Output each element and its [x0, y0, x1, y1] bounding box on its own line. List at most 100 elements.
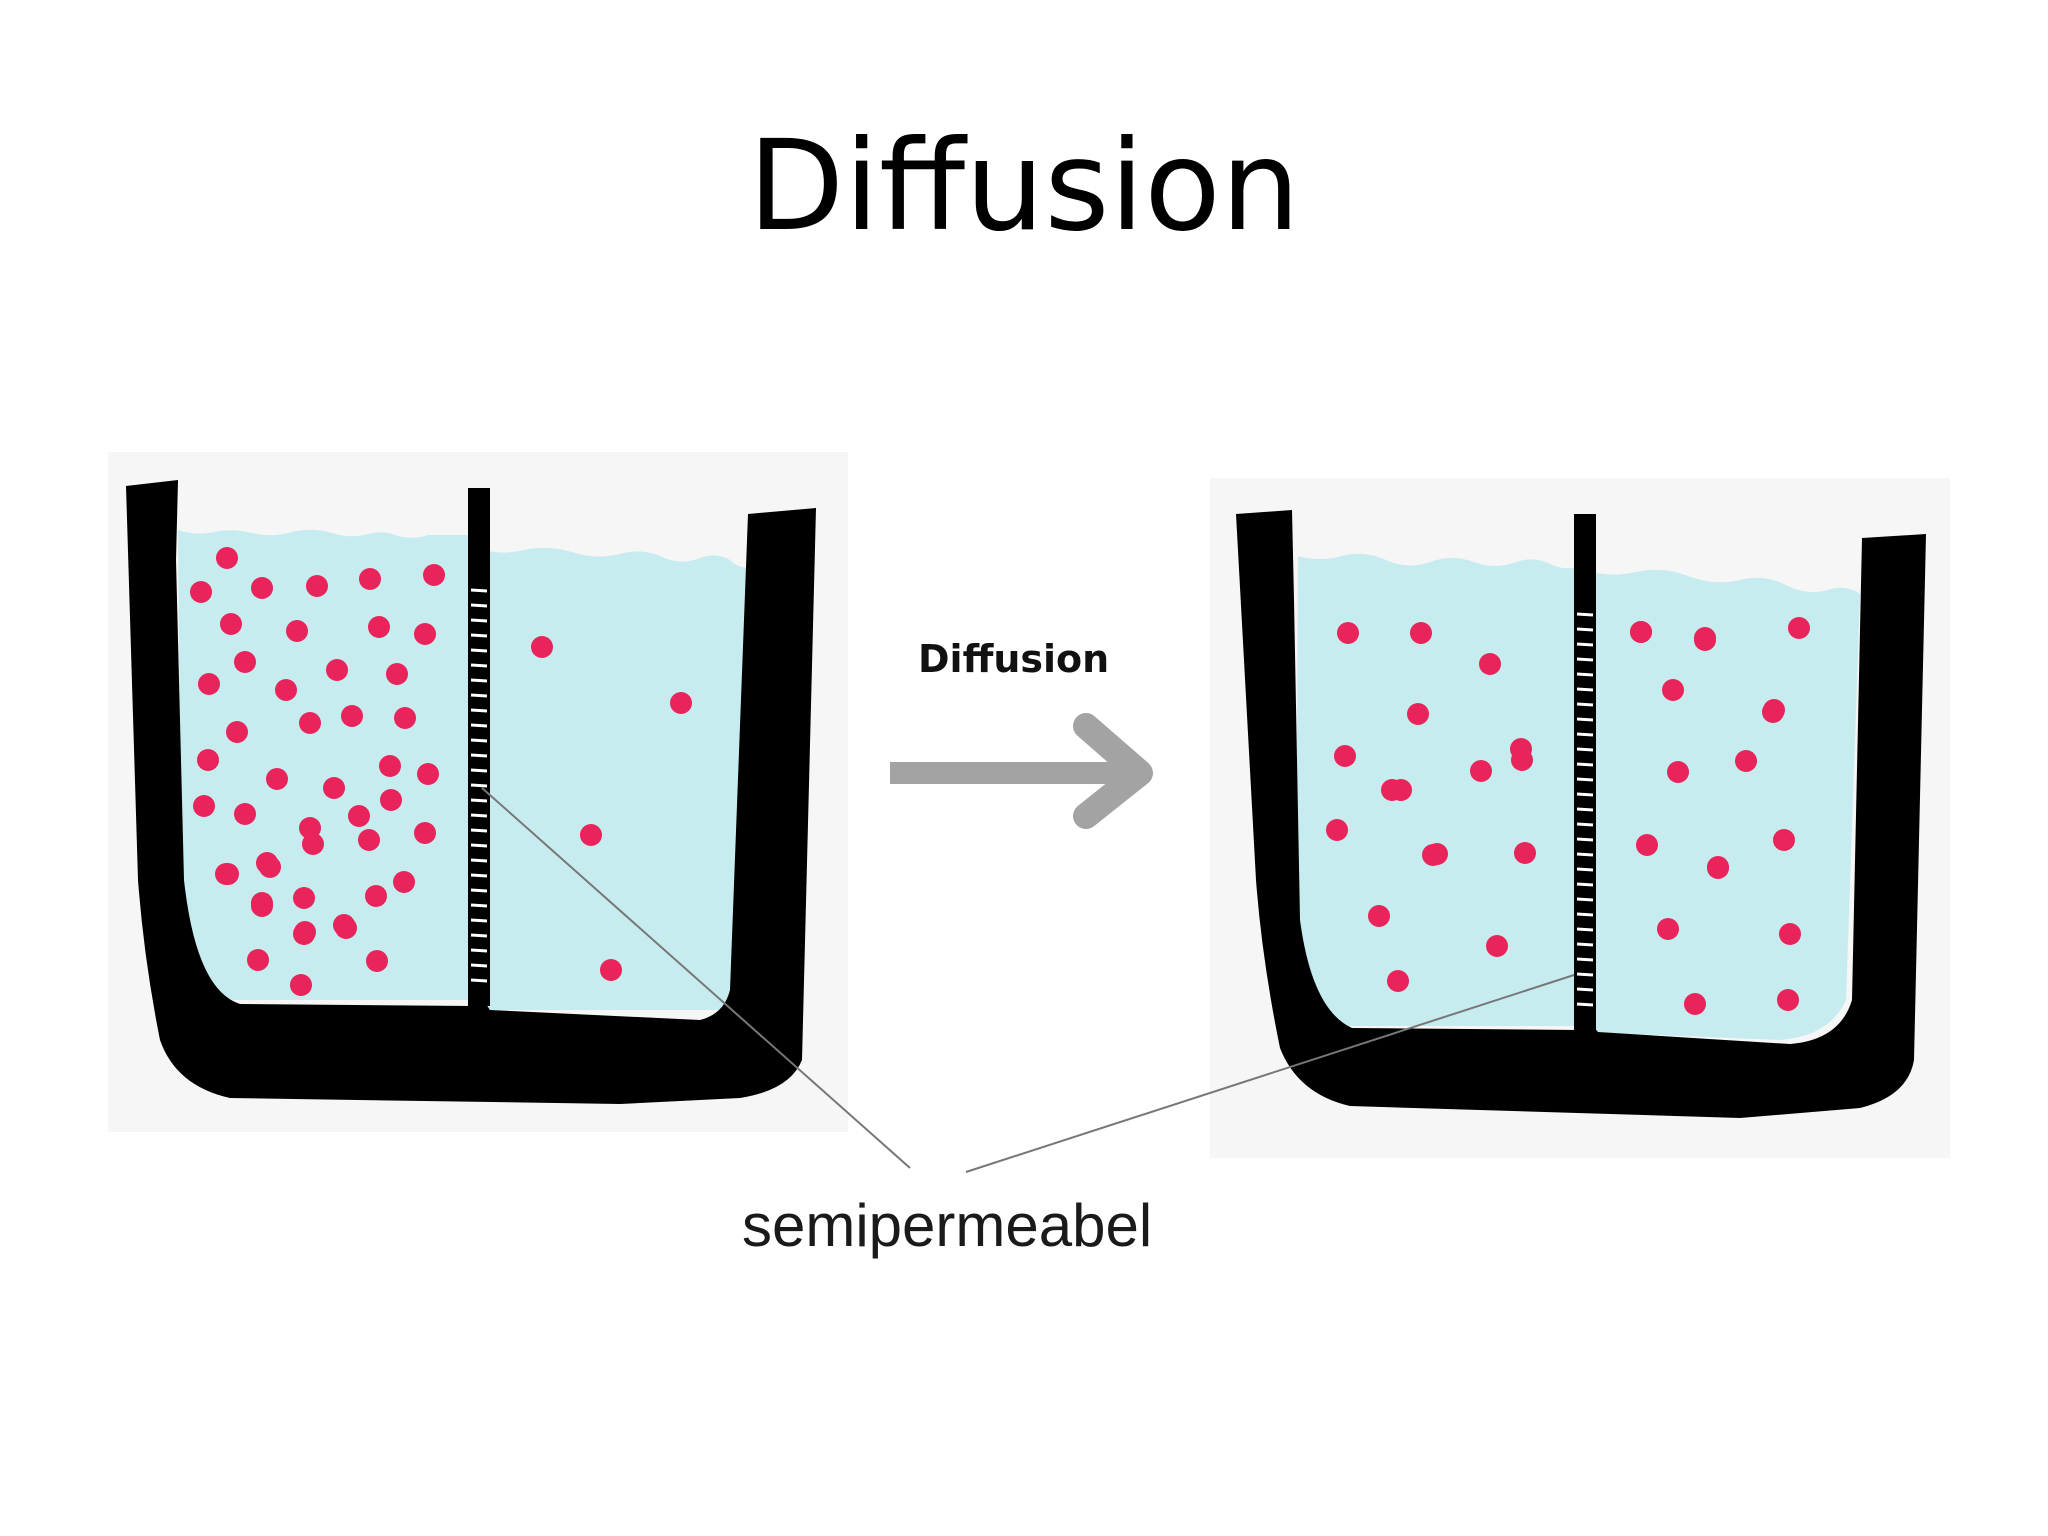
membrane-pore — [1576, 822, 1594, 827]
particle-left — [306, 575, 328, 597]
membrane-pore — [470, 948, 488, 953]
membrane-pore — [1576, 642, 1594, 647]
membrane-pore — [470, 873, 488, 878]
particle-left — [216, 547, 238, 569]
slide-title: Diffusion — [748, 114, 1300, 259]
membrane-pore — [1576, 732, 1594, 737]
particle-left — [1334, 745, 1356, 767]
particle-left — [215, 863, 237, 885]
membrane-pore — [1576, 687, 1594, 692]
membrane-pore — [470, 918, 488, 923]
particle-left — [275, 679, 297, 701]
particle-left — [234, 651, 256, 673]
particle-left — [302, 833, 324, 855]
membrane-pore — [1576, 942, 1594, 947]
membrane-pore — [1576, 867, 1594, 872]
membrane-pore — [470, 753, 488, 758]
particle-left — [226, 721, 248, 743]
particle-right — [580, 824, 602, 846]
membrane-pore — [470, 843, 488, 848]
particle-left — [1511, 749, 1533, 771]
membrane-pore — [1576, 657, 1594, 662]
membrane-pore — [1576, 807, 1594, 812]
membrane-pore — [470, 663, 488, 668]
membrane-pore — [1576, 837, 1594, 842]
beaker-after-water-right — [1584, 569, 1860, 1040]
membrane-pore — [1576, 1002, 1594, 1007]
membrane-pore — [470, 888, 488, 893]
particle-right — [1762, 701, 1784, 723]
particle-left — [386, 663, 408, 685]
particle-right — [1657, 918, 1679, 940]
particle-right — [1707, 857, 1729, 879]
membrane-pore — [470, 783, 488, 788]
particle-right — [600, 959, 622, 981]
membrane-pore — [1576, 882, 1594, 887]
membrane-pore — [470, 678, 488, 683]
membrane-pore — [470, 708, 488, 713]
diffusion-arrow — [890, 713, 1153, 829]
membrane-pointer-lines — [481, 787, 1575, 1173]
arrow-label: Diffusion — [918, 637, 1109, 681]
beaker-before-water-right — [478, 547, 758, 1010]
particle-left — [1337, 622, 1359, 644]
membrane-pore — [1576, 672, 1594, 677]
particle-left — [198, 673, 220, 695]
particle-right — [1694, 629, 1716, 651]
membrane-pore — [470, 933, 488, 938]
particle-left — [358, 829, 380, 851]
particle-left — [1326, 819, 1348, 841]
particle-left — [266, 768, 288, 790]
membrane-pore — [1576, 912, 1594, 917]
membrane-pore — [470, 858, 488, 863]
membrane-pore — [470, 618, 488, 623]
membrane-pore — [470, 978, 488, 983]
pointer-line-before — [481, 787, 911, 1169]
pointer-line-after — [965, 974, 1575, 1173]
membrane-pore — [470, 648, 488, 653]
particle-right — [1735, 750, 1757, 772]
membrane-pore — [470, 798, 488, 803]
particle-left — [348, 805, 370, 827]
particle-right — [531, 636, 553, 658]
membrane-pore — [470, 588, 488, 593]
membrane-pore — [1576, 777, 1594, 782]
membrane-pore — [470, 903, 488, 908]
membrane-pore — [1576, 747, 1594, 752]
particle-left — [1470, 760, 1492, 782]
particle-left — [290, 974, 312, 996]
beaker-after-membrane — [1574, 514, 1596, 1032]
particle-left — [293, 923, 315, 945]
particle-left — [417, 763, 439, 785]
particle-right — [1788, 617, 1810, 639]
beaker-after-water — [1296, 553, 1584, 1026]
particle-right — [1667, 761, 1689, 783]
particle-left — [299, 712, 321, 734]
particle-left — [190, 581, 212, 603]
beaker-after-wall — [1236, 510, 1926, 1118]
membrane-pore — [1576, 957, 1594, 962]
particle-left — [293, 887, 315, 909]
particle-left — [1387, 970, 1409, 992]
membrane-pore — [1576, 897, 1594, 902]
particle-right — [1779, 923, 1801, 945]
membrane-pore — [1576, 852, 1594, 857]
particle-left — [234, 803, 256, 825]
membrane-pore — [470, 963, 488, 968]
particle-left — [197, 749, 219, 771]
particle-left — [251, 892, 273, 914]
particle-left — [423, 564, 445, 586]
beaker-before-membrane — [468, 488, 490, 1006]
particle-left — [1486, 935, 1508, 957]
particle-left — [414, 623, 436, 645]
beaker-before — [126, 480, 816, 1104]
membrane-pore — [1576, 927, 1594, 932]
particle-right — [1773, 829, 1795, 851]
particle-left — [326, 659, 348, 681]
membrane-pore — [1576, 627, 1594, 632]
particle-left — [323, 777, 345, 799]
particle-left — [286, 620, 308, 642]
particle-left — [251, 577, 273, 599]
particle-left — [247, 949, 269, 971]
